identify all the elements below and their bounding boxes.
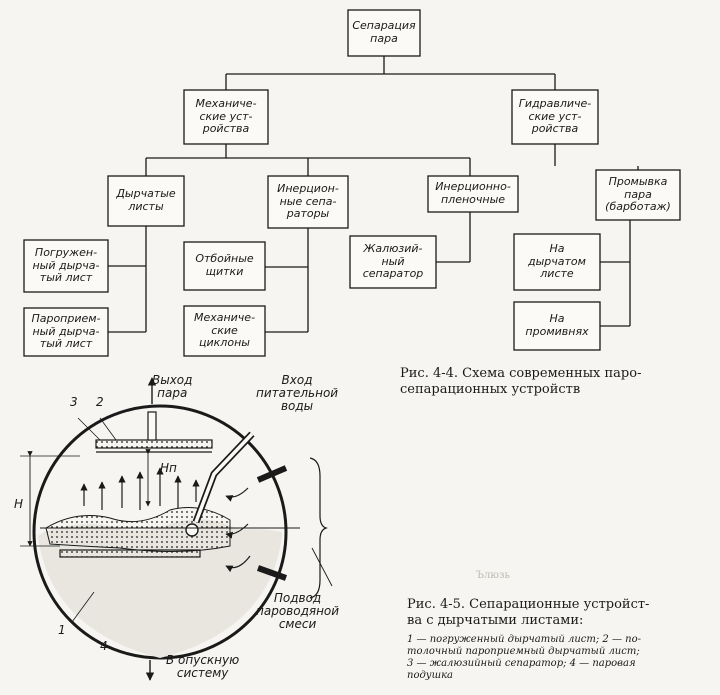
drum-drawing xyxy=(20,377,333,681)
label-feed-in: Вход питательной воды xyxy=(256,373,339,414)
faint-text: Ълюзь xyxy=(476,570,510,581)
node-louver: Жалюзий- ный сепаратор xyxy=(362,242,424,281)
node-root: Сепарация пара xyxy=(352,19,416,45)
node-on-sheet-box xyxy=(513,233,601,291)
steam-flow-arrows xyxy=(80,467,200,510)
node-cyclones-box xyxy=(183,305,266,357)
figure-4-4-caption: Рис. 4-4. Схема современных паро- сепара… xyxy=(400,366,642,398)
mixture-leader xyxy=(311,547,333,587)
node-baffles: Отбойные щитки xyxy=(195,252,254,278)
figure-4-5-caption: Рис. 4-5. Сепарационные устройст- ва с д… xyxy=(407,597,650,629)
label-downcomer: В опускную систему xyxy=(166,653,240,681)
node-film: Инерционно- пленочные xyxy=(435,180,511,206)
node-mechanical-box xyxy=(183,89,269,145)
mixture-flow-arrows xyxy=(225,487,251,573)
node-in-gaps-box xyxy=(513,301,601,351)
label-mixture-in: Подвод пароводяной смеси xyxy=(256,591,340,632)
node-root-box xyxy=(347,9,421,57)
node-submerged-box xyxy=(23,239,109,293)
label-num-4: 4 xyxy=(100,639,108,653)
label-num-1: 1 xyxy=(58,623,66,637)
node-baffles-box xyxy=(183,241,266,291)
node-perforated: Дырчатые листы xyxy=(116,187,176,213)
brace xyxy=(309,457,328,599)
node-washing-box xyxy=(595,169,681,221)
diagram-connectors xyxy=(108,56,639,333)
label-h: H xyxy=(14,497,24,511)
mixture-inlet-lower xyxy=(256,565,288,581)
node-washing: Промывка пара (барботаж) xyxy=(605,175,671,214)
steam-outlet-pipe xyxy=(147,411,157,441)
label-hn: Hп xyxy=(160,461,177,475)
label-num-2: 2 xyxy=(96,395,104,409)
node-on-sheet: На дырчатом листе xyxy=(528,242,586,281)
node-louver-box xyxy=(349,235,437,289)
node-in-gaps: На промивнях xyxy=(525,312,589,338)
node-steam-receiving: Пароприем- ный дырча- тый лист xyxy=(31,312,101,351)
label-steam-out: Выход пара xyxy=(152,373,193,401)
node-hydraulic: Гидравличе- ские уст- ройства xyxy=(518,97,592,136)
node-inertial-box xyxy=(267,175,349,229)
node-steam-receiving-box xyxy=(23,307,109,357)
figure-4-5-legend: 1 — погруженный дырчатый лист; 2 — по- т… xyxy=(407,634,641,681)
node-mechanical: Механиче- ские уст- ройства xyxy=(195,97,257,136)
node-film-box xyxy=(427,175,519,213)
submerged-sheet xyxy=(59,549,201,558)
node-submerged: Погружен- ный дырча- тый лист xyxy=(32,246,100,285)
node-inertial: Инерцион- ные сепа- раторы xyxy=(277,182,339,221)
node-perforated-box xyxy=(107,175,185,227)
feedwater-nozzle xyxy=(185,523,199,537)
label-num-3: 3 xyxy=(70,395,78,409)
steam-cushion xyxy=(45,507,231,553)
ceiling-sheet xyxy=(95,439,213,449)
node-cyclones: Механиче- ские циклоны xyxy=(193,311,256,350)
classification-diagram xyxy=(23,9,681,357)
node-hydraulic-box xyxy=(511,89,599,145)
mixture-inlet-upper xyxy=(256,465,288,483)
